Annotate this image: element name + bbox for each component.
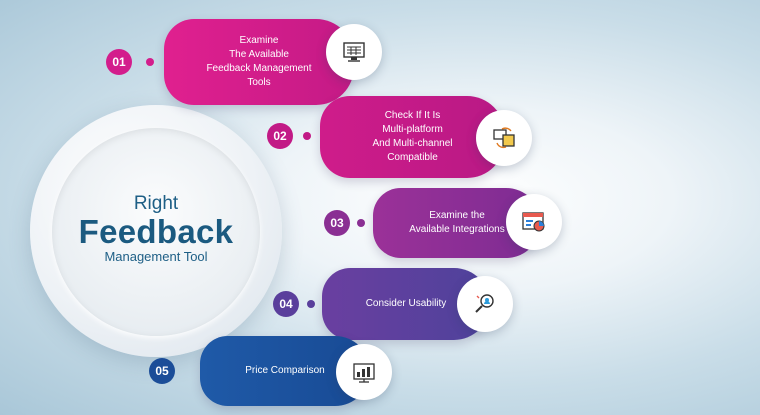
step-02-pill: Check If It Is Multi-platform And Multi-… xyxy=(320,96,505,178)
step-03-icon-circle xyxy=(506,194,562,250)
step-04-icon-circle xyxy=(457,276,513,332)
step-03-number: 03 xyxy=(324,210,350,236)
usability-search-icon xyxy=(475,294,494,313)
hub-circle: Right Feedback Management Tool xyxy=(52,128,260,336)
hub-title-feedback: Feedback xyxy=(78,213,234,250)
step-05-number: 05 xyxy=(149,358,175,384)
monitor-icon xyxy=(343,42,365,62)
step-02-number: 02 xyxy=(267,123,293,149)
step-01-label: Examine The Available Feedback Managemen… xyxy=(206,35,312,88)
step-02-dot xyxy=(303,132,311,140)
step-01-dot xyxy=(146,58,154,66)
step-04-number: 04 xyxy=(273,291,299,317)
step-01-number: 01 xyxy=(106,49,132,75)
step-03-label: Examine the Available Integrations xyxy=(409,210,505,235)
price-chart-icon xyxy=(353,363,375,383)
step-01-icon-circle xyxy=(326,24,382,80)
step-05-label: Price Comparison xyxy=(245,365,325,376)
step-02-icon-circle xyxy=(476,110,532,166)
step-03-dot xyxy=(357,219,365,227)
step-04-label: Consider Usability xyxy=(365,298,447,309)
step-04-dot xyxy=(307,300,315,308)
integration-chart-icon xyxy=(522,212,545,232)
multi-device-icon xyxy=(493,127,515,149)
hub-title-right: Right xyxy=(133,193,179,214)
step-01-pill: Examine The Available Feedback Managemen… xyxy=(164,19,354,105)
step-02-label: Check If It Is Multi-platform And Multi-… xyxy=(372,110,453,163)
hub-title-management-tool: Management Tool xyxy=(104,249,208,264)
step-05-icon-circle xyxy=(336,344,392,400)
